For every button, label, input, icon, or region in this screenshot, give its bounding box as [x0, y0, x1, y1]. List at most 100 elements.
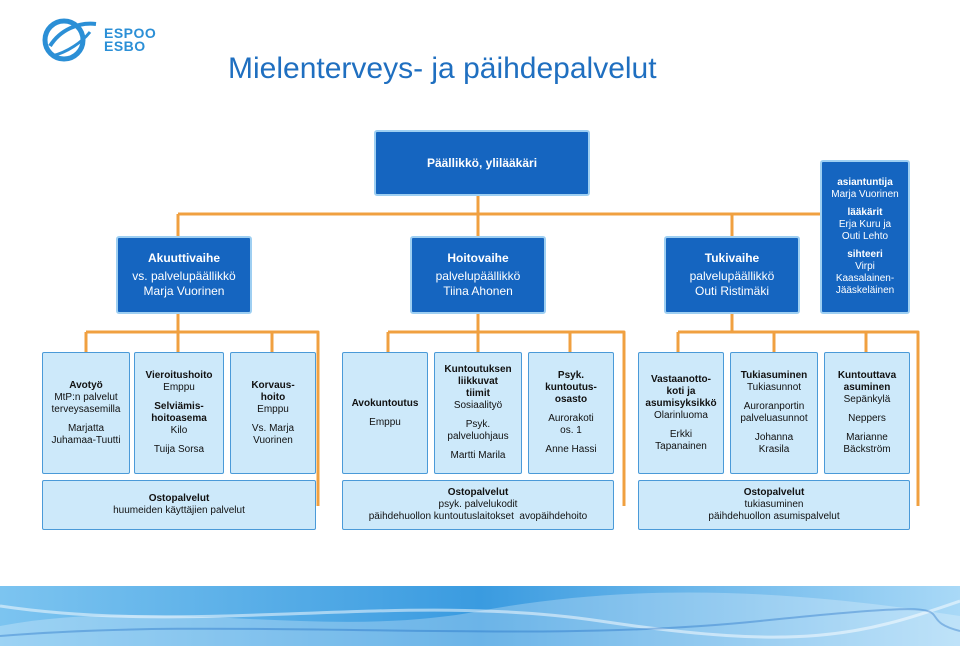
purchased-box-care: Ostopalvelut psyk. palvelukodit päihdehu…: [342, 480, 614, 530]
unit-line: Auroranportin: [743, 401, 805, 412]
decorative-wave-band: [0, 586, 960, 646]
unit-line: Emppu: [257, 403, 289, 415]
unit-line: Neppers: [848, 413, 886, 424]
phase-manager: Marja Vuorinen: [143, 284, 225, 298]
unit-line: Emppu: [163, 382, 195, 393]
advisor-line: Erja Kuru ja: [838, 219, 892, 230]
unit-line: Juhamaa-Tuutti: [51, 434, 121, 446]
unit-line: Vuorinen: [253, 434, 293, 446]
purchased-box-acute: Ostopalvelut huumeiden käyttäjien palvel…: [42, 480, 316, 530]
unit-title: Avotyö: [69, 379, 103, 391]
unit-title: osasto: [554, 394, 588, 405]
phase-manager: Outi Ristimäki: [694, 284, 769, 298]
unit-line: Erkki: [669, 428, 693, 440]
espoo-logo-icon: [42, 18, 97, 62]
advisor-section-title: asiantuntija: [837, 177, 893, 188]
unit-line: Marianne: [846, 432, 888, 443]
brand-name: ESPOO ESBO: [104, 25, 157, 54]
purchased-box-support: Ostopalvelut tukiasuminen päihdehuollon …: [638, 480, 910, 530]
purchased-title: Ostopalvelut: [743, 487, 805, 498]
unit-line: Bäckström: [843, 444, 891, 455]
unit-title: asuminen: [843, 382, 891, 393]
unit-line: Sosiaalityö: [453, 400, 503, 411]
phase-title: Akuuttivaihe: [147, 251, 220, 265]
unit-line: os. 1: [560, 425, 582, 436]
advisor-line: Virpi: [855, 261, 875, 272]
unit-title: Vastaanotto-: [650, 373, 711, 385]
advisor-section-title: sihteeri: [847, 249, 883, 260]
unit-line: Tuija Sorsa: [153, 444, 205, 455]
unit-line: Kilo: [170, 425, 188, 436]
purchased-title: Ostopalvelut: [447, 487, 509, 498]
advisor-line: Jääskeläinen: [835, 285, 895, 296]
unit-title: asumisyksikkö: [645, 397, 717, 409]
unit-title: Kuntoutuksen: [444, 364, 512, 375]
brand-name-fi: ESPOO: [104, 25, 157, 41]
phase-role: palvelupäällikkö: [435, 269, 521, 283]
unit-title: koti ja: [666, 385, 696, 397]
unit-line: Vs. Marja: [251, 422, 295, 434]
unit-title: Avokuntoutus: [351, 397, 419, 409]
phase-box-support: Tukivaihe palvelupäällikkö Outi Ristimäk…: [664, 236, 800, 314]
unit-line: Martti Marila: [450, 450, 506, 461]
unit-line: Johanna: [754, 432, 794, 443]
phase-title: Tukivaihe: [704, 251, 760, 265]
unit-title: Psyk.: [557, 370, 585, 381]
head-box: Päällikkö, ylilääkäri: [374, 130, 590, 196]
unit-title: Tukiasuminen: [740, 370, 808, 381]
purchased-line: päihdehuollon asumispalvelut: [708, 511, 840, 522]
brand-name-sv: ESBO: [104, 38, 146, 54]
advisor-line: Marja Vuorinen: [831, 189, 899, 200]
unit-title: liikkuvat: [457, 376, 499, 387]
purchased-line: huumeiden käyttäjien palvelut: [113, 505, 245, 516]
advisor-line: Kaasalainen-: [835, 273, 895, 284]
unit-line: palveluohjaus: [447, 431, 509, 442]
unit-line: Krasila: [758, 444, 790, 455]
purchased-title: Ostopalvelut: [148, 493, 210, 504]
phase-manager: Tiina Ahonen: [443, 284, 513, 298]
unit-title: Korvaus-: [251, 379, 295, 391]
purchased-line: päihdehuollon kuntoutuslaitokset avopäih…: [368, 511, 588, 522]
advisor-box: asiantuntija Marja Vuorinen lääkärit Erj…: [820, 160, 910, 314]
connector-group-1: [84, 314, 320, 506]
connector-group-3: [676, 314, 920, 506]
purchased-line: tukiasuminen: [744, 499, 804, 510]
unit-line: terveysasemilla: [51, 403, 121, 415]
head-box-label: Päällikkö, ylilääkäri: [426, 156, 538, 170]
phase-role: vs. palvelupäällikkö: [132, 269, 236, 283]
unit-line: Tapanainen: [655, 440, 707, 452]
page-title: Mielenterveys- ja päihdepalvelut: [228, 52, 657, 85]
unit-title: Vieroitushoito: [145, 370, 213, 381]
phase-title: Hoitovaihe: [447, 251, 509, 265]
unit-title: tiimit: [466, 388, 490, 399]
unit-line: Marjatta: [67, 422, 105, 434]
unit-line: Emppu: [369, 416, 401, 428]
unit-line: palveluasunnot: [740, 413, 808, 424]
unit-line: Tukiasunnot: [746, 382, 802, 393]
unit-title: hoito: [260, 391, 286, 403]
unit-line: MtP:n palvelut: [54, 391, 118, 403]
phase-role: palvelupäällikkö: [689, 269, 775, 283]
connector-group-2: [386, 314, 626, 506]
unit-title: hoitoasema: [151, 413, 207, 424]
phase-box-care: Hoitovaihe palvelupäällikkö Tiina Ahonen: [410, 236, 546, 314]
unit-title: kuntoutus-: [545, 382, 597, 393]
unit-line: Sepänkylä: [843, 394, 891, 405]
unit-title: Selviämis-: [154, 401, 204, 412]
unit-line: Olarinluoma: [654, 409, 708, 421]
unit-line: Aurorakoti: [548, 413, 594, 424]
phase-box-acute: Akuuttivaihe vs. palvelupäällikkö Marja …: [116, 236, 252, 314]
advisor-section-title: lääkärit: [847, 207, 883, 218]
purchased-line: psyk. palvelukodit: [438, 499, 518, 510]
unit-title: Kuntouttava: [837, 370, 897, 381]
unit-line: Anne Hassi: [545, 444, 597, 455]
